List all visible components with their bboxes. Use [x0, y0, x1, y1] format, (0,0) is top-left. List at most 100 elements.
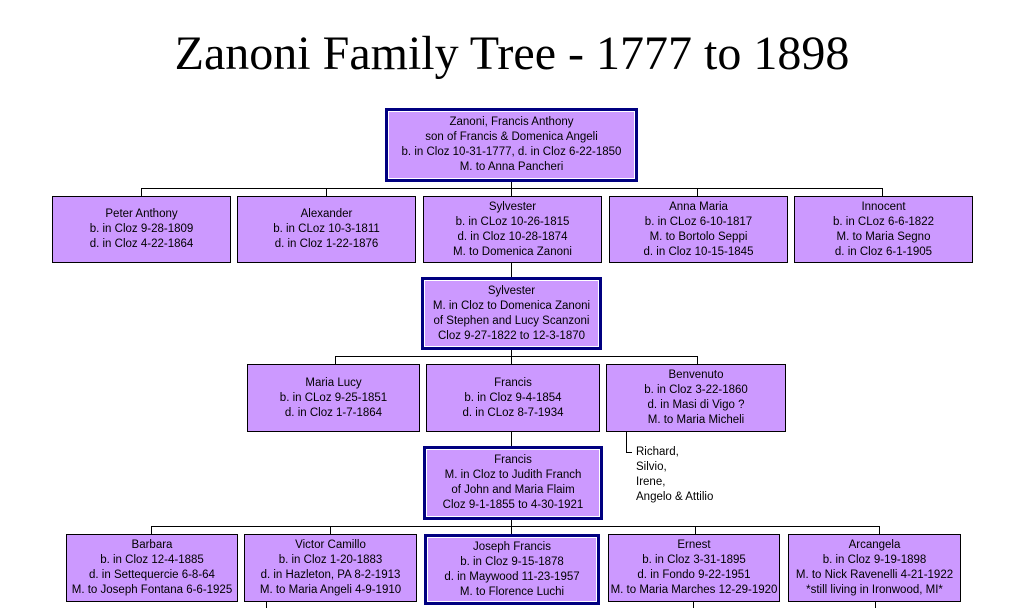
person-name: Joseph Francis: [473, 540, 551, 553]
person-name: Ernest: [677, 539, 711, 551]
person-detail: of John and Maria Flaim: [451, 484, 575, 496]
person-detail: d. in Cloz 6-1-1905: [834, 245, 933, 258]
person-detail: of Stephen and Lucy Scanzoni: [433, 314, 590, 327]
person-detail: d. in Masi di Vigo ?: [647, 399, 745, 411]
person-detail: M. to Maria Micheli: [647, 414, 745, 426]
person-detail: b. in Cloz 9-4-1854: [464, 391, 562, 404]
connector-line: [141, 188, 142, 196]
person-detail: d. in Hazleton, PA 8-2-1913: [260, 569, 401, 581]
person-name: Sylvester: [488, 200, 537, 213]
person-detail: b. in CLoz 10-3-1811: [273, 223, 380, 235]
person-detail: *still living in Ironwood, MI*: [806, 584, 943, 596]
person-detail: b. in Cloz 3-22-1860: [644, 384, 748, 396]
connector-line: [511, 526, 512, 534]
person-detail: M. to Florence Luchi: [459, 585, 565, 598]
person-detail: b. in Cloz 9-28-1809: [89, 223, 194, 235]
person-box-peter-anthony: Peter Anthony b. in Cloz 9-28-1809 d. in…: [52, 196, 231, 263]
connector-line: [882, 188, 883, 196]
person-detail: b. in Cloz 1-20-1883: [278, 554, 383, 566]
person-name: Arcangela: [848, 539, 901, 551]
person-name: Innocent: [861, 200, 906, 213]
person-box-barbara: Barbara b. in Cloz 12-4-1885 d. in Sette…: [66, 534, 238, 602]
child-name: Irene,: [636, 476, 666, 488]
child-name: Silvio,: [636, 461, 667, 473]
person-detail: M. to Maria Marches 12-29-1920: [610, 584, 778, 596]
person-detail: d. in Cloz 10-15-1845: [643, 245, 754, 258]
connector-line: [697, 356, 698, 364]
person-detail: M. to Domenica Zanoni: [453, 245, 572, 258]
person-name: Victor Camillo: [295, 539, 366, 551]
connector-line: [879, 526, 880, 534]
person-detail: M. to Bortolo Seppi: [649, 230, 748, 243]
connector-line: [511, 519, 512, 527]
person-detail: b. in Cloz 12-4-1885: [100, 554, 204, 566]
connector-line: [151, 526, 880, 527]
person-detail: b. in CLoz 9-25-1851: [279, 391, 388, 404]
connector-line: [693, 601, 694, 608]
connector-line: [141, 188, 883, 189]
person-detail: M. in Cloz to Judith Franch: [444, 469, 582, 481]
person-name: Francis: [494, 454, 532, 466]
person-detail: d. in Cloz 1-7-1864: [284, 406, 383, 419]
person-detail: M. in Cloz to Domenica Zanoni: [432, 299, 591, 312]
connector-line: [335, 356, 336, 364]
person-name: Anna Maria: [669, 200, 728, 213]
person-detail: M. to Anna Pancheri: [459, 161, 564, 173]
person-box-francis-family: Francis M. in Cloz to Judith Franch of J…: [423, 446, 603, 520]
person-box-innocent: Innocent b. in CLoz 6-6-1822 M. to Maria…: [794, 196, 973, 263]
person-box-victor-camillo: Victor Camillo b. in Cloz 1-20-1883 d. i…: [244, 534, 417, 602]
connector-line: [697, 188, 698, 196]
connector-line: [875, 601, 876, 608]
person-detail: b. in Cloz 10-31-1777, d. in Cloz 6-22-1…: [401, 146, 622, 158]
connector-line: [511, 349, 512, 357]
person-detail: M. to Maria Segno: [836, 230, 931, 243]
person-detail: b. in CLoz 10-26-1815: [455, 215, 570, 228]
person-detail: b. in Cloz 9-15-1878: [460, 555, 564, 568]
connector-line: [330, 526, 331, 534]
person-detail: d. in Cloz 1-22-1876: [274, 238, 379, 250]
person-detail: d. in Fondo 9-22-1951: [637, 569, 751, 581]
person-detail: M. to Nick Ravenelli 4-21-1922: [795, 569, 954, 581]
connector-line: [626, 452, 632, 453]
connector-line: [511, 356, 512, 364]
connector-line: [511, 262, 512, 278]
person-detail: Cloz 9-1-1855 to 4-30-1921: [442, 499, 584, 511]
person-detail: b. in CLoz 6-6-1822: [832, 215, 934, 228]
person-name: Benvenuto: [668, 369, 724, 381]
person-detail: b. in Cloz 9-19-1898: [822, 554, 927, 566]
person-detail: d. in Maywood 11-23-1957: [444, 570, 580, 583]
person-name: Peter Anthony: [105, 208, 178, 220]
person-box-francis-gen2: Francis b. in Cloz 9-4-1854 d. in CLoz 8…: [426, 364, 600, 432]
person-detail: son of Francis & Domenica Angeli: [425, 131, 598, 143]
child-name: Angelo & Attilio: [636, 491, 714, 503]
person-box-alexander: Alexander b. in CLoz 10-3-1811 d. in Clo…: [237, 196, 416, 263]
person-detail: M. to Maria Angeli 4-9-1910: [259, 584, 402, 596]
person-box-anna-maria: Anna Maria b. in CLoz 6-10-1817 M. to Bo…: [609, 196, 788, 263]
person-detail: d. in Cloz 4-22-1864: [89, 238, 194, 250]
person-box-arcangela: Arcangela b. in Cloz 9-19-1898 M. to Nic…: [788, 534, 961, 602]
person-name: Alexander: [300, 208, 353, 220]
connector-line: [151, 526, 152, 534]
person-name: Zanoni, Francis Anthony: [449, 116, 574, 128]
person-box-joseph-francis: Joseph Francis b. in Cloz 9-15-1878 d. i…: [424, 534, 600, 605]
person-detail: Cloz 9-27-1822 to 12-3-1870: [437, 329, 586, 342]
person-box-francis-anthony: Zanoni, Francis Anthony son of Francis &…: [385, 108, 638, 182]
page-title: Zanoni Family Tree - 1777 to 1898: [174, 27, 850, 80]
person-box-maria-lucy: Maria Lucy b. in CLoz 9-25-1851 d. in Cl…: [247, 364, 420, 432]
person-name: Francis: [494, 376, 532, 389]
person-detail: b. in Cloz 3-31-1895: [642, 554, 746, 566]
person-box-benvenuto: Benvenuto b. in Cloz 3-22-1860 d. in Mas…: [606, 364, 786, 432]
person-name: Sylvester: [487, 284, 536, 297]
person-name: Barbara: [131, 539, 173, 551]
connector-line: [511, 431, 512, 446]
connector-line: [266, 601, 267, 608]
child-name: Richard,: [636, 446, 679, 458]
connector-line: [511, 181, 512, 189]
person-detail: d. in Cloz 10-28-1874: [457, 230, 568, 243]
person-box-sylvester-family: Sylvester M. in Cloz to Domenica Zanoni …: [421, 277, 602, 350]
benvenuto-children-note: Richard, Silvio, Irene, Angelo & Attilio: [636, 445, 713, 505]
connector-line: [335, 356, 697, 357]
connector-line: [695, 526, 696, 534]
person-box-ernest: Ernest b. in Cloz 3-31-1895 d. in Fondo …: [608, 534, 780, 602]
connector-line: [511, 188, 512, 196]
